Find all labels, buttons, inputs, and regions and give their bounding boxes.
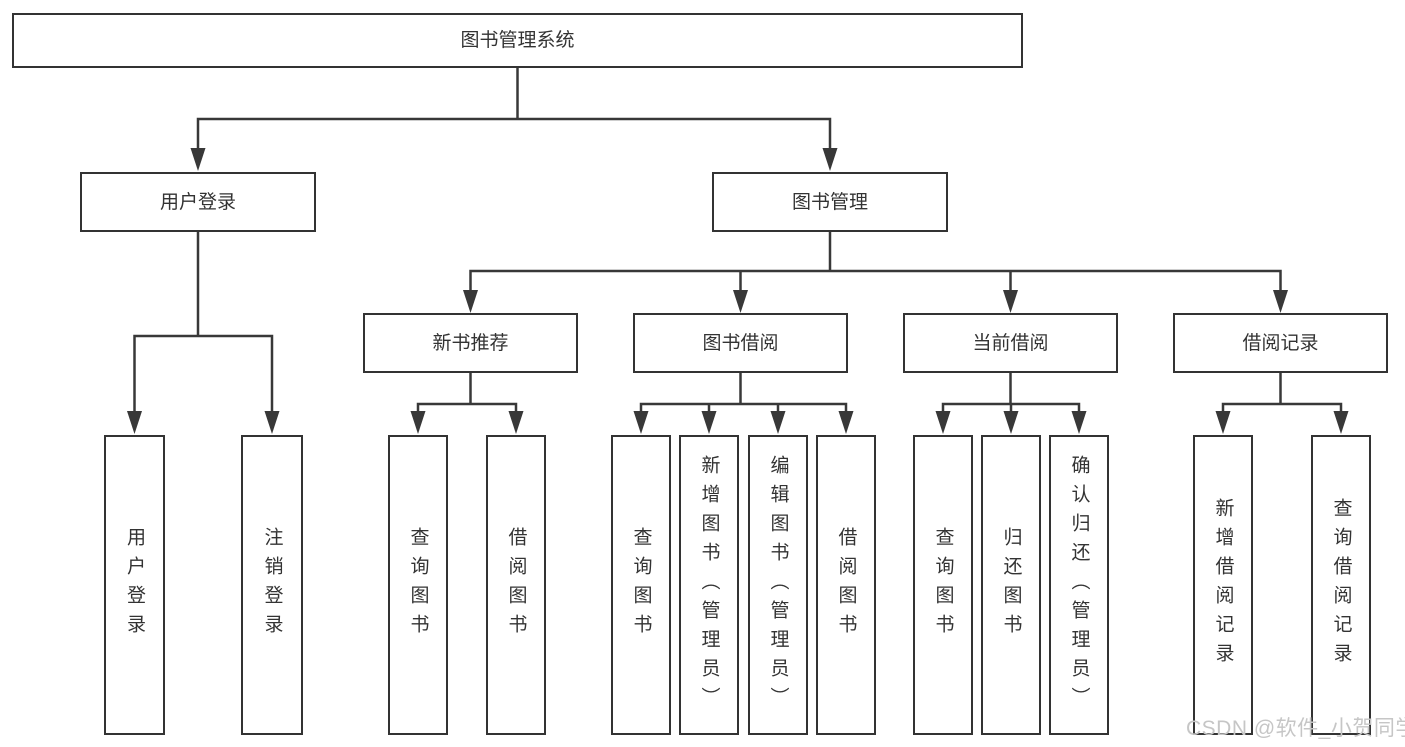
arrowhead [127,411,142,434]
watermark: CSDN @软件_小贺同学 [1186,717,1405,740]
connector-path [639,373,848,413]
arrowhead [822,148,838,171]
leaf-user-login: 用户登录 [104,435,165,735]
node-root: 图书管理系统 [12,13,1023,68]
leaf-label: 编辑图书（管理员） [767,454,789,716]
arrowhead [508,411,524,434]
arrowhead [410,411,426,434]
leaf-label: 用户登录 [124,527,145,643]
leaf-add-borrow-record: 新增借阅记录 [1193,435,1253,735]
leaf-label: 查询图书 [932,527,954,643]
node-borrow-records: 借阅记录 [1173,313,1388,373]
connector-path [1221,373,1343,413]
node-user-login-branch: 用户登录 [80,172,316,232]
leaf-borrow-books-2: 借阅图书 [816,435,876,735]
arrowhead [463,290,478,313]
arrowhead [633,411,649,434]
arrowhead [701,411,717,434]
arrowhead [1071,411,1087,434]
arrowhead [770,411,786,434]
connector-path [196,67,832,150]
arrowhead [190,148,206,171]
leaf-label: 确认归还（管理员） [1068,454,1090,716]
arrowhead [1003,411,1019,434]
leaf-borrow-books-1: 借阅图书 [486,435,546,735]
arrowhead [1215,411,1231,434]
arrowhead [1333,411,1349,434]
arrowhead [264,411,280,434]
connector-path [133,232,274,412]
leaf-label: 借阅图书 [505,527,527,643]
connector-path [469,232,1282,291]
leaf-label: 借阅图书 [835,527,857,643]
leaf-label: 查询借阅记录 [1330,498,1352,672]
leaf-label: 查询图书 [407,527,429,643]
leaf-label: 查询图书 [630,527,652,643]
leaf-logout: 注销登录 [241,435,303,735]
node-current-borrow: 当前借阅 [903,313,1118,373]
leaf-label: 归还图书 [1000,527,1022,643]
leaf-add-books-admin: 新增图书（管理员） [679,435,739,735]
leaf-query-borrow-record: 查询借阅记录 [1311,435,1371,735]
arrowhead [838,411,854,434]
node-book-management: 图书管理 [712,172,948,232]
leaf-label: 新增图书（管理员） [698,454,720,716]
connector-path [416,373,518,413]
leaf-label: 新增借阅记录 [1212,498,1234,672]
leaf-edit-books-admin: 编辑图书（管理员） [748,435,808,735]
arrowhead [733,290,748,313]
leaf-query-books-3: 查询图书 [913,435,973,735]
connector-path [941,373,1081,413]
arrowhead [935,411,951,434]
arrowhead [1273,290,1288,313]
leaf-query-books-2: 查询图书 [611,435,671,735]
node-book-borrow: 图书借阅 [633,313,848,373]
leaf-confirm-return-admin: 确认归还（管理员） [1049,435,1109,735]
arrowhead [1003,290,1018,313]
leaf-query-books-1: 查询图书 [388,435,448,735]
leaf-return-books: 归还图书 [981,435,1041,735]
leaf-label: 注销登录 [261,527,283,643]
node-new-book-recommend: 新书推荐 [363,313,578,373]
